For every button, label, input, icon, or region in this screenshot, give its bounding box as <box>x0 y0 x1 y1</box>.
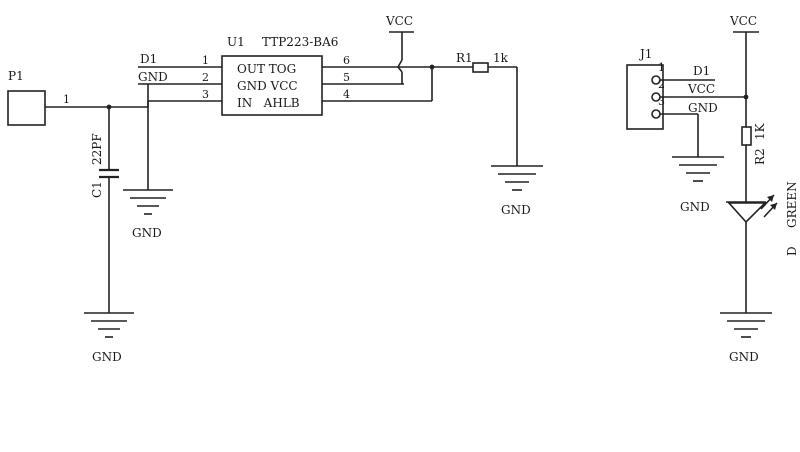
vcc-label-u1: VCC <box>385 14 413 28</box>
u1-net-d1: D1 <box>140 52 157 66</box>
r1-resistor: R1 1k <box>398 51 518 166</box>
led-color: GREEN <box>785 181 799 228</box>
gnd-label-r1: GND <box>501 203 531 217</box>
p1-connector: P1 1 <box>7 69 148 126</box>
u1-pin1-number: 1 <box>202 54 209 67</box>
r1-ref: R1 <box>456 51 473 65</box>
u1-pin6-number: 6 <box>343 54 350 67</box>
vcc-right: VCC <box>729 14 759 127</box>
p1-body <box>7 90 46 126</box>
led-diode: GREEN D <box>726 181 799 313</box>
c1-capacitor: C1 22PF <box>90 107 119 313</box>
u1-ref: U1 <box>227 35 245 49</box>
p1-ref: P1 <box>8 69 24 83</box>
j1-pin3-hole <box>651 109 661 119</box>
j1-net-d1: D1 <box>693 64 710 78</box>
j1-pin1-number: 1 <box>658 61 665 74</box>
j1-pin2-number: 2 <box>658 78 665 91</box>
vcc-u1: VCC <box>385 14 414 84</box>
gnd-symbol-j1: GND <box>672 156 724 214</box>
u1-ic: U1 TTP223-BA6 OUT TOG GND VCC IN AHLB 1 … <box>138 35 432 116</box>
c1-value: 22PF <box>90 133 104 165</box>
p1-pin-number: 1 <box>63 93 70 106</box>
r1-value: 1k <box>493 51 509 65</box>
u1-row3-label: IN AHLB <box>237 96 300 110</box>
j1-net-gnd: GND <box>688 101 718 115</box>
gnd-label-j1: GND <box>680 200 710 214</box>
r2-resistor: R2 1K <box>741 122 767 198</box>
gnd-label-u1: GND <box>132 226 162 240</box>
gnd-label-c1: GND <box>92 350 122 364</box>
u1-pin2-number: 2 <box>202 71 209 84</box>
led-ref: D <box>785 246 799 256</box>
u1-pin5-number: 5 <box>343 71 350 84</box>
u1-pin4-number: 4 <box>343 88 350 101</box>
j1-pin3-number: 3 <box>658 95 665 108</box>
vcc-label-right: VCC <box>729 14 757 28</box>
c1-ref: C1 <box>90 181 104 198</box>
u1-row1-label: OUT TOG <box>237 62 296 76</box>
gnd-symbol-u1: GND <box>123 84 173 240</box>
j1-connector: J1 1 2 3 D1 VCC GND <box>626 47 746 157</box>
gnd-symbol-r1: GND <box>491 165 543 217</box>
gnd-symbol-c1: GND <box>84 312 134 364</box>
j1-net-vcc: VCC <box>687 82 715 96</box>
u1-net-gnd: GND <box>138 70 168 84</box>
u1-row2-label: GND VCC <box>237 79 298 93</box>
u1-pin3-number: 3 <box>202 88 209 101</box>
r2-value: 1K <box>753 122 767 140</box>
u1-part-number: TTP223-BA6 <box>262 35 338 49</box>
r1-body <box>472 62 489 73</box>
j1-ref: J1 <box>638 47 652 61</box>
led-body <box>727 202 767 224</box>
gnd-label-led: GND <box>729 350 759 364</box>
gnd-symbol-led: GND <box>720 312 772 364</box>
r2-ref: R2 <box>753 148 767 165</box>
vcc-right-junction <box>743 94 749 100</box>
r2-body <box>741 126 752 146</box>
u1-body <box>221 55 323 116</box>
